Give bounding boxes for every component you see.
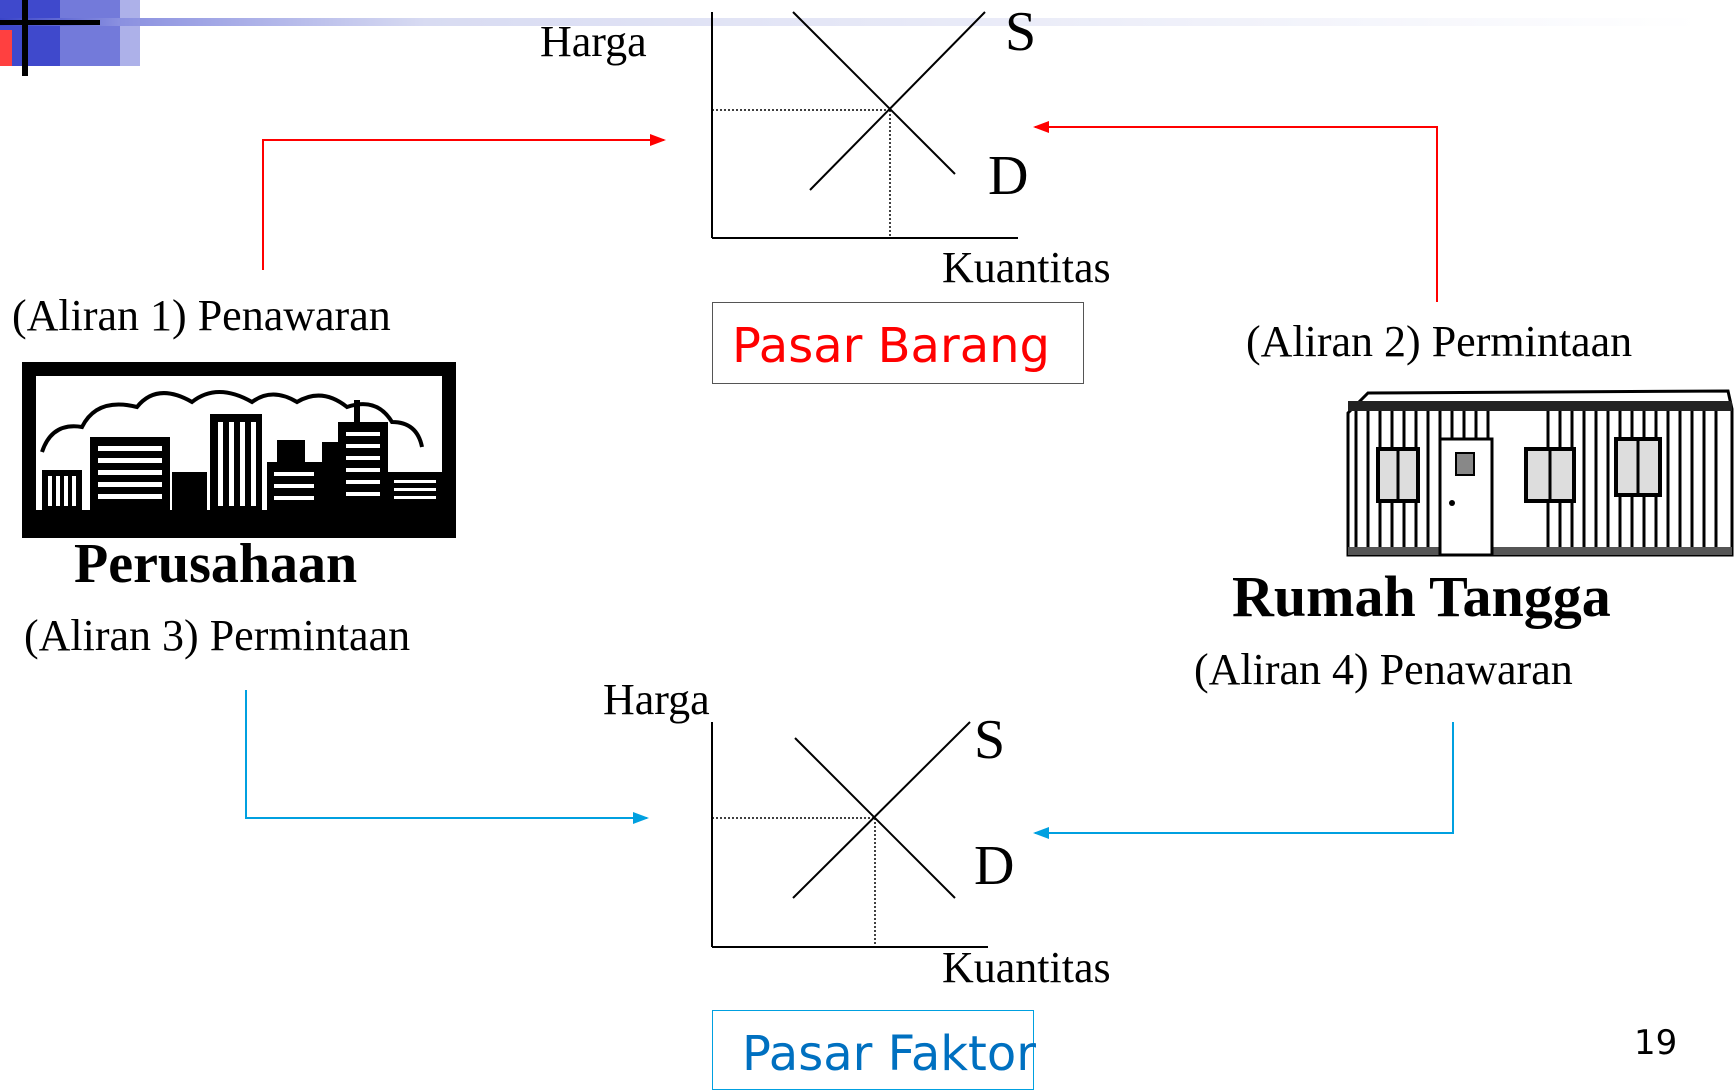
flow-3-arrow bbox=[245, 690, 649, 824]
factor-market-graph bbox=[711, 721, 988, 948]
goods-supply-label: S bbox=[1005, 1, 1037, 63]
factor-quantity-label: Kuantitas bbox=[942, 943, 1111, 992]
flow-4-arrow bbox=[1033, 722, 1454, 839]
flow-4-label: (Aliran 4) Penawaran bbox=[1194, 645, 1573, 694]
factor-supply-curve bbox=[792, 721, 971, 899]
goods-market-name: Pasar Barang bbox=[732, 318, 1050, 374]
factor-supply-label: S bbox=[974, 709, 1006, 771]
goods-price-label: Harga bbox=[540, 17, 647, 66]
factor-demand-label: D bbox=[974, 835, 1015, 897]
flow-3-label: (Aliran 3) Permintaan bbox=[24, 611, 411, 660]
house-container-icon bbox=[1346, 389, 1734, 557]
flow-1-label: (Aliran 1) Penawaran bbox=[12, 291, 391, 340]
goods-market-box bbox=[712, 302, 1084, 384]
factor-market-name: Pasar Faktor bbox=[742, 1026, 1036, 1082]
flow-2-label: (Aliran 2) Permintaan bbox=[1246, 317, 1633, 366]
goods-demand-label: D bbox=[988, 145, 1029, 207]
flow-1-arrow bbox=[262, 134, 666, 270]
slide-number: 19 bbox=[1634, 1023, 1678, 1063]
goods-quantity-label: Kuantitas bbox=[942, 243, 1111, 292]
firm-name: Perusahaan bbox=[74, 533, 358, 595]
goods-supply-curve bbox=[809, 11, 986, 191]
goods-market-graph bbox=[711, 11, 1018, 239]
household-name: Rumah Tangga bbox=[1232, 564, 1611, 629]
slide-header-decoration bbox=[0, 0, 1700, 76]
factor-market-box bbox=[712, 1010, 1034, 1090]
city-skyline-icon bbox=[22, 362, 456, 538]
flow-2-arrow bbox=[1033, 121, 1438, 302]
goods-demand-curve bbox=[792, 11, 956, 175]
factor-price-label: Harga bbox=[603, 675, 710, 724]
